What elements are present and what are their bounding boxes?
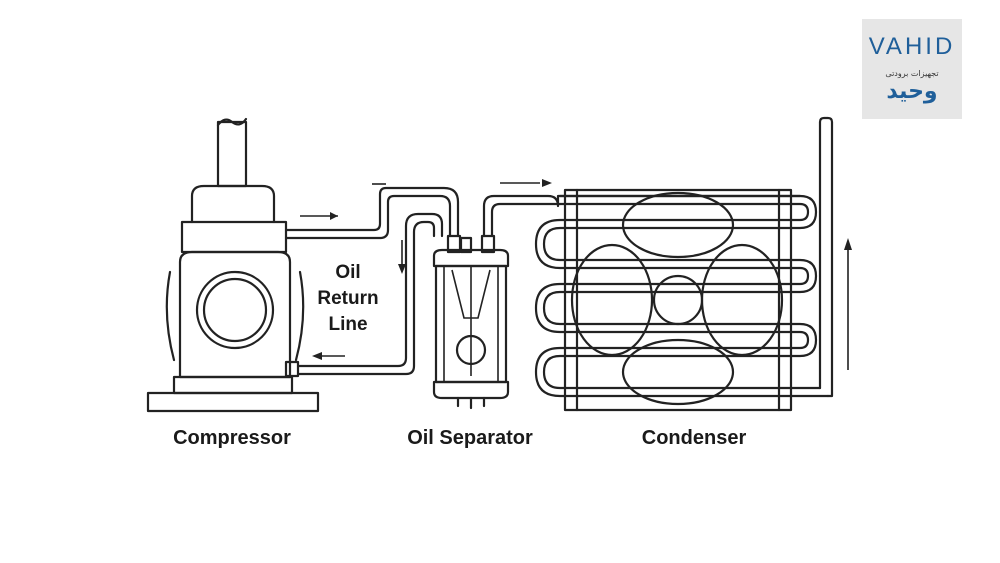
compressor-shaft-break [216, 117, 248, 127]
condenser-liquid-riser [818, 116, 834, 398]
fan-blade-right [700, 243, 784, 357]
oil-return-label-line3: Line [328, 314, 367, 335]
compressor-flywheel-inner [202, 277, 268, 343]
separator-float [455, 334, 487, 366]
condenser [534, 116, 852, 412]
oil-return-pipe-inner [296, 220, 436, 376]
separator-drain-fittings [456, 396, 486, 410]
oil-return-arrowhead-down [398, 264, 406, 274]
condenser-label: Condenser [642, 427, 747, 449]
discharge-line [284, 183, 460, 240]
logo-subtitle-fa: تجهیزات برودتی [885, 69, 939, 78]
condenser-frame [563, 188, 793, 412]
compressor-cylinder-block [180, 220, 288, 254]
fan-blade-top [621, 191, 735, 259]
compressor-body-flanges [165, 270, 305, 362]
vahid-logo: VAHID تجهیزات برودتی وحید [862, 19, 962, 119]
oil-return-arrowhead-left [312, 352, 322, 360]
compressor-head [190, 184, 276, 224]
oil-return-label-line2: Return [317, 288, 378, 309]
separator-to-condenser-line [482, 179, 802, 238]
condenser-coil-inner [534, 202, 830, 398]
logo-name-en: VAHID [868, 33, 956, 60]
compressor-base-block [172, 375, 294, 395]
discharge-pipe-outer [284, 186, 460, 238]
oil-return-pipe-outer [296, 212, 444, 368]
discharge-arrowhead [330, 212, 338, 220]
discharge-pipe-inner [284, 194, 452, 240]
liquid-flow-arrowhead [844, 238, 852, 250]
compressor-flywheel-outer [195, 270, 275, 350]
fan-blade-bottom [621, 338, 735, 406]
condenser-fan [570, 191, 784, 406]
condenser-coil-outer [542, 194, 822, 390]
compressor-label: Compressor [173, 427, 291, 449]
compressor [146, 117, 320, 413]
oil-return-label-line1: Oil [335, 262, 360, 283]
oil-separator [432, 234, 510, 410]
hot-gas-pipe-inner [490, 202, 562, 238]
hot-gas-arrowhead [542, 179, 552, 187]
compressor-shaft [216, 120, 248, 188]
oil-return-line [296, 212, 444, 376]
logo-name-fa: وحید [886, 79, 938, 104]
separator-outlet-fitting [480, 234, 496, 254]
separator-valve-fitting [459, 236, 473, 254]
compressor-oil-return-port [284, 360, 300, 378]
oil-separator-label: Oil Separator [407, 427, 533, 449]
separator-bottom-cap [432, 380, 510, 400]
compressor-base-plate [146, 391, 320, 413]
fan-blade-left [570, 243, 654, 357]
separator-top-cap [432, 248, 510, 268]
